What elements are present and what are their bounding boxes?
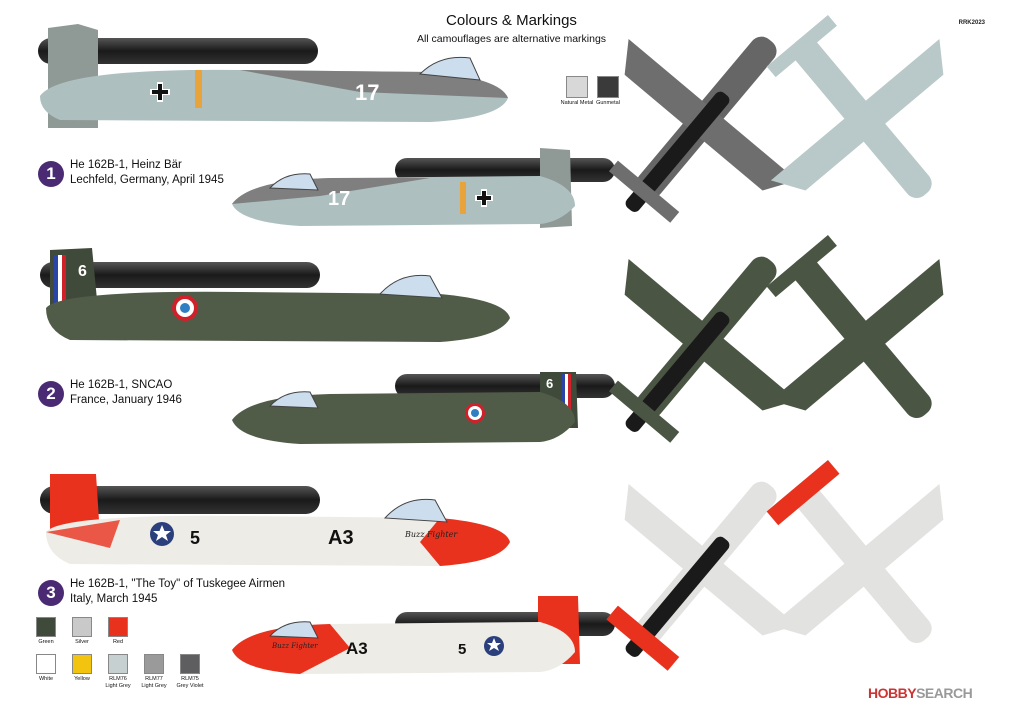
swatch-yellow <box>72 654 92 674</box>
rlm76-sub: Light Grey <box>105 682 131 689</box>
scheme-badge-3: 3 <box>38 580 64 606</box>
engine-nacelle <box>38 38 318 64</box>
tail-number-1b: 17 <box>328 188 350 210</box>
aircraft-3-side-left <box>40 474 510 566</box>
tail-number-2a: 6 <box>78 263 87 280</box>
aircraft-3-planform-top <box>606 481 798 671</box>
nose-art-3a: Buzz Fighter <box>404 530 458 539</box>
swatch-gunmetal-label: Gunmetal <box>596 100 620 106</box>
scheme-1-line1: He 162B-1, Heinz Bär <box>70 159 182 171</box>
scheme-3-line2: Italy, March 1945 <box>70 593 158 605</box>
aircraft-2-planform-top <box>608 256 798 443</box>
page-title: Colours & Markings <box>446 12 577 29</box>
swatch-white-label: White <box>38 676 54 682</box>
fuselage-band <box>195 70 202 108</box>
aircraft-1-side-right <box>232 148 615 228</box>
swatch-red-label: Red <box>112 639 124 645</box>
number-3a: 5 <box>190 528 200 548</box>
scheme-2-line1: He 162B-1, SNCAO <box>70 379 173 391</box>
swatch-silver <box>72 617 92 637</box>
product-code: RRK2023 <box>958 20 985 26</box>
aircraft-1-planform-bottom <box>766 15 944 199</box>
aircraft-2-side-left <box>40 248 510 342</box>
rlm77-code: RLM77 <box>145 676 163 682</box>
code-3b: A3 <box>346 639 368 658</box>
tail-number-1a: 17 <box>355 80 379 105</box>
tail-number-2b: 6 <box>546 376 553 391</box>
swatch-green <box>36 617 56 637</box>
rlm75-sub: Grey Violet <box>176 682 204 689</box>
watermark-logo: HOBBYSEARCH <box>868 685 973 701</box>
aircraft-3-planform-bottom <box>766 460 944 644</box>
page-subtitle: All camouflages are alternative markings <box>416 33 607 45</box>
balkenkreuz-1 <box>150 82 170 102</box>
swatch-natural-metal <box>566 76 588 98</box>
nose-art-3b: Buzz Fighter <box>271 642 318 650</box>
code-3a: A3 <box>328 527 354 549</box>
scheme-caption-1: He 162B-1, Heinz Bär Lechfeld, Germany, … <box>70 158 224 188</box>
swatch-green-label: Green <box>38 639 54 645</box>
aircraft-2-planform-bottom <box>766 235 944 419</box>
swatch-white <box>36 654 56 674</box>
watermark-brand: HOBBY <box>868 685 917 701</box>
swatch-silver-label: Silver <box>75 639 89 645</box>
watermark-suffix: SEARCH <box>916 685 973 701</box>
scheme-badge-2: 2 <box>38 381 64 407</box>
scheme-1-line2: Lechfeld, Germany, April 1945 <box>70 174 224 186</box>
rlm76-code: RLM76 <box>109 676 127 682</box>
scheme-caption-3: He 162B-1, "The Toy" of Tuskegee Airmen … <box>70 577 285 607</box>
swatch-gunmetal <box>597 76 619 98</box>
aircraft-1-planform-top <box>608 36 798 223</box>
number-3b: 5 <box>458 641 466 658</box>
canopy <box>418 56 481 81</box>
aircraft-1-side-left <box>38 24 508 128</box>
scheme-caption-2: He 162B-1, SNCAO France, January 1946 <box>70 378 182 408</box>
swatch-natural-metal-label: Natural Metal <box>560 100 594 106</box>
swatch-rlm77 <box>144 654 164 674</box>
aircraft-3-side-right <box>232 596 615 674</box>
swatch-rlm75 <box>180 654 200 674</box>
swatch-red <box>108 617 128 637</box>
aircraft-2-side-right <box>232 372 615 444</box>
rlm75-code: RLM75 <box>181 676 199 682</box>
scheme-2-line2: France, January 1946 <box>70 394 182 406</box>
scheme-badge-1: 1 <box>38 161 64 187</box>
swatch-rlm76 <box>108 654 128 674</box>
scheme-3-line1: He 162B-1, "The Toy" of Tuskegee Airmen <box>70 578 286 590</box>
rlm77-sub: Light Grey <box>141 682 167 689</box>
swatch-yellow-label: Yellow <box>74 676 90 682</box>
upper-camo <box>240 70 508 98</box>
